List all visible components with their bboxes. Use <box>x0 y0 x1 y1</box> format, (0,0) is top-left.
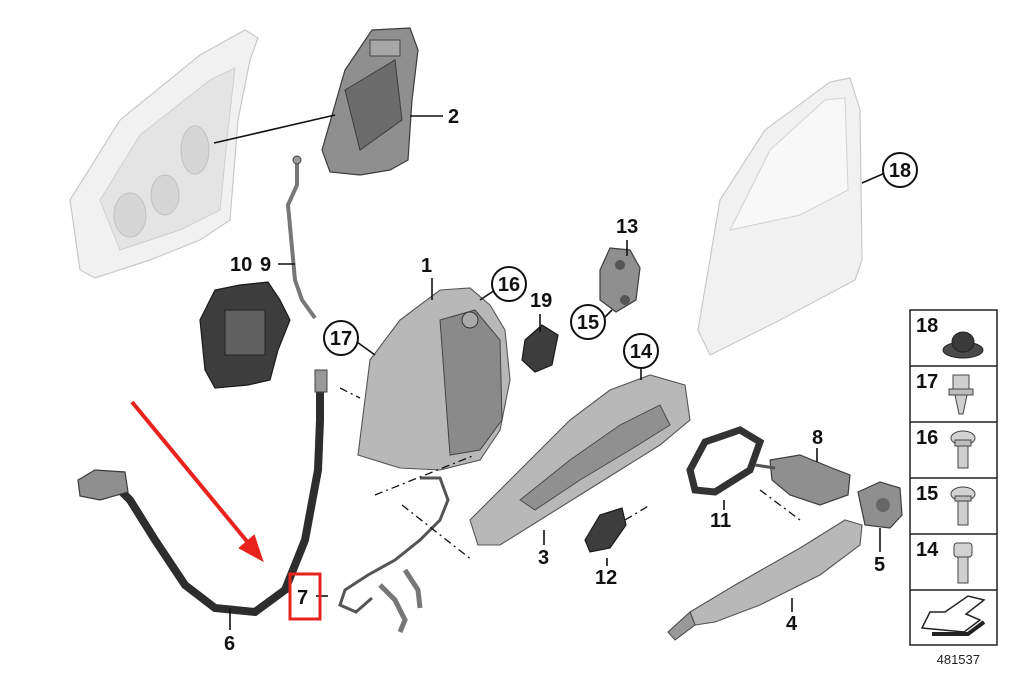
door-inner-panel <box>69 29 259 279</box>
callout-7-highlight-box <box>288 572 322 621</box>
legend-label-15: 15 <box>916 483 938 505</box>
door-outer-panel <box>697 77 863 356</box>
callout-3: 3 <box>538 547 549 569</box>
callout-16-ring <box>491 266 527 302</box>
callout-5: 5 <box>874 554 885 576</box>
callout-18: 18 <box>889 160 911 182</box>
callout-15: 15 <box>577 312 599 334</box>
callout-19: 19 <box>530 290 552 312</box>
callout-15-ring <box>570 304 606 340</box>
callout-12: 12 <box>595 567 617 589</box>
inner-cable <box>338 476 450 633</box>
callout-7: 7 <box>297 587 308 609</box>
assembly-lines <box>339 387 801 561</box>
callout-1: 1 <box>421 255 432 277</box>
legend-label-14: 14 <box>916 539 939 561</box>
striker-plate <box>599 247 641 313</box>
callout-6: 6 <box>224 633 235 655</box>
callout-18-ring <box>882 152 918 188</box>
callout-11: 11 <box>710 510 731 532</box>
leader-lines <box>213 114 886 630</box>
outer-cable <box>77 369 328 617</box>
legend-label-18: 18 <box>916 315 938 337</box>
fastener-legend: 18 17 16 15 14 <box>909 309 998 646</box>
lock-cylinder <box>754 454 851 506</box>
screw-icon <box>950 486 976 526</box>
handle-cover-small <box>584 507 627 553</box>
callout-17-ring <box>323 320 359 356</box>
handle-gasket <box>686 426 765 496</box>
lock-clip <box>521 324 559 373</box>
handle-carrier <box>469 374 691 546</box>
callout-9: 9 <box>260 254 271 276</box>
screw-icon <box>950 430 976 469</box>
callout-13: 13 <box>616 216 638 238</box>
callout-8: 8 <box>812 427 823 449</box>
callout-4: 4 <box>786 613 798 635</box>
callout-10: 10 <box>230 254 252 276</box>
callout-16: 16 <box>498 274 520 296</box>
callout-2: 2 <box>448 106 459 128</box>
direction-arrow-icon <box>920 595 986 636</box>
lock-housing <box>357 287 511 471</box>
callout-14: 14 <box>630 341 653 363</box>
callout-17: 17 <box>330 328 352 350</box>
bolt-icon <box>953 542 973 584</box>
handle-cap <box>857 481 903 529</box>
lock-bracket <box>199 281 291 389</box>
legend-label-17: 17 <box>916 371 938 393</box>
lock-rod <box>285 155 317 320</box>
plug-icon <box>942 331 984 359</box>
outside-door-handle <box>667 519 863 641</box>
callout-14-ring <box>623 333 659 369</box>
legend-label-16: 16 <box>916 427 938 449</box>
door-lock-actuator <box>321 27 419 176</box>
red-arrow-icon <box>130 400 264 563</box>
clip-icon <box>948 374 974 415</box>
diagram-reference-number: 481537 <box>937 652 980 667</box>
